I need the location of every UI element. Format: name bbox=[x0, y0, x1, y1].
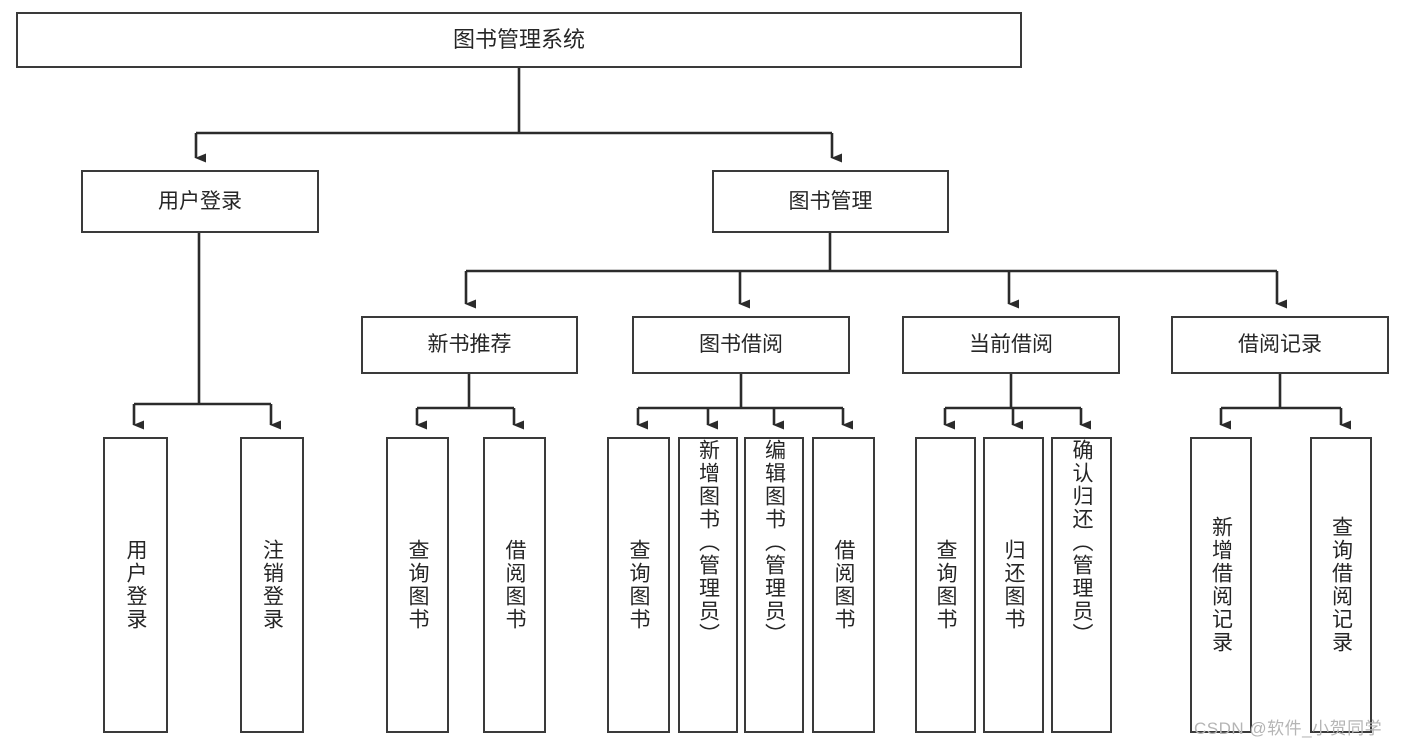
node-current-borrow[interactable]: 当前借阅 bbox=[902, 316, 1120, 374]
node-leaf-query-book-2-label: 查询图书 bbox=[627, 539, 650, 631]
connector-group-user-login bbox=[132, 233, 281, 430]
node-leaf-confirm-return-admin-label: 确认归还（管理员） bbox=[1070, 439, 1093, 646]
node-leaf-query-book-1[interactable]: 查询图书 bbox=[386, 437, 449, 733]
node-new-book-recommend-label: 新书推荐 bbox=[427, 333, 512, 357]
node-current-borrow-label: 当前借阅 bbox=[969, 333, 1053, 357]
node-leaf-return-book-label: 归还图书 bbox=[1002, 539, 1025, 631]
node-leaf-query-book-3[interactable]: 查询图书 bbox=[915, 437, 976, 733]
node-leaf-borrow-book-1[interactable]: 借阅图书 bbox=[483, 437, 546, 733]
connector-group-current-borrow bbox=[943, 374, 1091, 430]
node-new-book-recommend[interactable]: 新书推荐 bbox=[361, 316, 578, 374]
node-book-borrow-label: 图书借阅 bbox=[699, 333, 783, 357]
node-leaf-add-book-admin[interactable]: 新增图书（管理员） bbox=[678, 437, 738, 733]
node-leaf-query-book-3-label: 查询图书 bbox=[934, 539, 957, 631]
node-leaf-query-borrow-record-label: 查询借阅记录 bbox=[1329, 516, 1353, 654]
node-root-system-label: 图书管理系统 bbox=[452, 26, 585, 52]
node-leaf-query-book-1-label: 查询图书 bbox=[406, 539, 429, 631]
connector-group-root bbox=[194, 68, 842, 163]
node-leaf-logout[interactable]: 注销登录 bbox=[240, 437, 304, 733]
node-leaf-query-borrow-record[interactable]: 查询借阅记录 bbox=[1310, 437, 1372, 733]
node-leaf-add-book-admin-label: 新增图书（管理员） bbox=[696, 439, 720, 646]
node-leaf-add-borrow-record-label: 新增借阅记录 bbox=[1209, 516, 1233, 654]
node-leaf-return-book[interactable]: 归还图书 bbox=[983, 437, 1044, 733]
connector-group-book-borrow bbox=[636, 374, 853, 430]
node-borrow-record-label: 借阅记录 bbox=[1238, 333, 1322, 357]
node-user-login[interactable]: 用户登录 bbox=[81, 170, 319, 233]
node-leaf-add-borrow-record[interactable]: 新增借阅记录 bbox=[1190, 437, 1252, 733]
node-borrow-record[interactable]: 借阅记录 bbox=[1171, 316, 1389, 374]
node-leaf-borrow-book-1-label: 借阅图书 bbox=[503, 539, 526, 631]
node-leaf-edit-book-admin[interactable]: 编辑图书（管理员） bbox=[744, 437, 804, 733]
node-leaf-edit-book-admin-label: 编辑图书（管理员） bbox=[762, 439, 786, 646]
connector-group-new-book-recommend bbox=[415, 374, 524, 430]
node-leaf-borrow-book-2[interactable]: 借阅图书 bbox=[812, 437, 875, 733]
node-leaf-logout-label: 注销登录 bbox=[260, 539, 284, 631]
node-user-login-label: 用户登录 bbox=[158, 189, 242, 213]
node-leaf-query-book-2[interactable]: 查询图书 bbox=[607, 437, 670, 733]
node-leaf-user-login-label: 用户登录 bbox=[124, 539, 147, 631]
node-leaf-confirm-return-admin[interactable]: 确认归还（管理员） bbox=[1051, 437, 1112, 733]
node-book-management-label: 图书管理 bbox=[788, 189, 873, 213]
node-leaf-user-login[interactable]: 用户登录 bbox=[103, 437, 168, 733]
connector-group-borrow-record bbox=[1219, 374, 1351, 430]
node-book-management[interactable]: 图书管理 bbox=[712, 170, 949, 233]
node-book-borrow[interactable]: 图书借阅 bbox=[632, 316, 850, 374]
connector-group-book-management bbox=[464, 233, 1287, 309]
node-leaf-borrow-book-2-label: 借阅图书 bbox=[832, 539, 855, 631]
node-root-system[interactable]: 图书管理系统 bbox=[16, 12, 1022, 68]
